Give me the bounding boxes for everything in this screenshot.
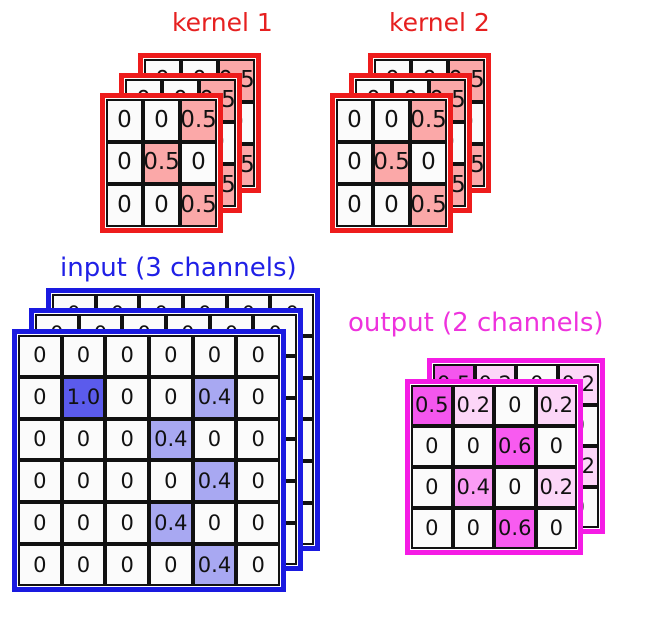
- input-c1-cell: 0: [192, 502, 237, 545]
- kernel-2-c1-cell: 0.5: [373, 141, 410, 185]
- kernel-2-c1-cell: 0.5: [410, 99, 447, 142]
- input-c1-cell: 0: [105, 335, 149, 377]
- input-c1-cell: 0.4: [192, 376, 237, 419]
- input-c1-cell: 0.4: [149, 502, 193, 545]
- kernel-1-c1-cell: 0: [143, 184, 180, 227]
- input-c1-cell: 0: [236, 376, 280, 419]
- kernel-1-c1-cell: 0.5: [143, 141, 180, 185]
- output-title: output (2 channels): [348, 308, 604, 338]
- input-c1-cell: 0: [61, 418, 106, 461]
- input-c1-cell: 0: [149, 544, 193, 586]
- input-c1-cell: 0: [236, 460, 280, 503]
- output-c1-cell: 0.5: [411, 385, 453, 426]
- input-c1-cell: 0: [149, 376, 193, 419]
- input-c1-cell: 0: [105, 376, 149, 419]
- input-c1-cell: 1.0: [61, 376, 106, 419]
- output-c1-cell: 0: [411, 467, 453, 508]
- input-c1-cell: 0: [18, 418, 62, 461]
- kernel-1-c1-cell: 0: [106, 184, 143, 227]
- input-c1-cell: 0.4: [192, 544, 237, 586]
- kernel-2-c1-cell: 0: [336, 141, 373, 185]
- input-title: input (3 channels): [60, 253, 297, 283]
- kernel-1-c1-cell: 0: [180, 141, 217, 185]
- kernel-2-c1-cell: 0: [410, 141, 447, 185]
- kernel-2-c1-cell: 0.5: [410, 184, 447, 227]
- input-c1-cell: 0: [236, 544, 280, 586]
- input-c1-cell: 0: [61, 460, 106, 503]
- input-c1-cell: 0: [18, 502, 62, 545]
- output-c1-cell: 0.6: [494, 508, 536, 549]
- input-c1-cell: 0: [61, 502, 106, 545]
- input-c1-cell: 0: [192, 335, 237, 377]
- output-c1-cell: 0: [411, 508, 453, 549]
- output-stack: 0.5 0.2 0 0.2 0 0 0.6 0 0 0.4 0 0.2 0 0 …: [405, 358, 625, 558]
- input-stack: 0 0 0 0 0 0 0 1.0 0 0 0.4 0 0 0 0 0.4 0 …: [12, 288, 322, 592]
- input-c1-cell: 0: [236, 502, 280, 545]
- input-c1-cell: 0.4: [149, 418, 193, 461]
- kernel-2-c1-cell: 0: [336, 184, 373, 227]
- output-c1-cell: 0: [535, 426, 577, 467]
- kernel-2-channel-1: 0 0 0.5 0 0.5 0 0 0 0.5: [330, 93, 453, 233]
- input-c1-cell: 0: [18, 460, 62, 503]
- input-c1-cell: 0: [105, 544, 149, 586]
- kernel-1-stack: 0 0 0.5 0 0.5 0 0 0 0.5 0 0 0.5 0 0.5 0 …: [100, 53, 265, 233]
- kernel-1-title: kernel 1: [172, 8, 273, 37]
- output-c1-cell: 0.6: [494, 426, 536, 467]
- input-c1-cell: 0: [149, 460, 193, 503]
- input-c1-cell: 0: [236, 418, 280, 461]
- input-c1-cell: 0: [61, 335, 106, 377]
- kernel-1-channel-1: 0 0 0.5 0 0.5 0 0 0 0.5: [100, 93, 223, 233]
- kernel-1-c1-cell: 0.5: [180, 99, 217, 142]
- output-c1-cell: 0.4: [452, 467, 494, 508]
- input-c1-cell: 0.4: [192, 460, 237, 503]
- kernel-1-c1-cell: 0: [143, 99, 180, 142]
- input-c1-cell: 0: [18, 544, 62, 586]
- input-c1-cell: 0: [105, 460, 149, 503]
- input-c1-cell: 0: [192, 418, 237, 461]
- input-c1-cell: 0: [149, 335, 193, 377]
- kernel-2-c1-cell: 0: [373, 99, 410, 142]
- input-c1-cell: 0: [18, 335, 62, 377]
- kernel-2-title: kernel 2: [389, 8, 490, 37]
- output-c1-cell: 0.2: [452, 385, 494, 426]
- input-c1-cell: 0: [236, 335, 280, 377]
- input-c1-cell: 0: [61, 544, 106, 586]
- output-c1-cell: 0.2: [535, 467, 577, 508]
- output-c1-cell: 0: [411, 426, 453, 467]
- kernel-1-c1-cell: 0: [106, 141, 143, 185]
- output-c1-cell: 0: [494, 385, 536, 426]
- output-c1-cell: 0: [452, 426, 494, 467]
- kernel-1-c1-cell: 0.5: [180, 184, 217, 227]
- kernel-1-c1-cell: 0: [106, 99, 143, 142]
- output-c1-cell: 0: [535, 508, 577, 549]
- output-c1-cell: 0: [452, 508, 494, 549]
- output-channel-1: 0.5 0.2 0 0.2 0 0 0.6 0 0 0.4 0 0.2 0 0 …: [405, 379, 583, 555]
- kernel-2-c1-cell: 0: [373, 184, 410, 227]
- input-channel-1: 0 0 0 0 0 0 0 1.0 0 0 0.4 0 0 0 0 0.4 0 …: [12, 329, 286, 592]
- output-c1-cell: 0: [494, 467, 536, 508]
- input-c1-cell: 0: [105, 502, 149, 545]
- kernel-2-stack: 0 0 0.5 0 0.5 0 0 0 0.5 0 0 0.5 0 0.5 0 …: [330, 53, 495, 233]
- output-c1-cell: 0.2: [535, 385, 577, 426]
- input-c1-cell: 0: [18, 376, 62, 419]
- input-c1-cell: 0: [105, 418, 149, 461]
- kernel-2-c1-cell: 0: [336, 99, 373, 142]
